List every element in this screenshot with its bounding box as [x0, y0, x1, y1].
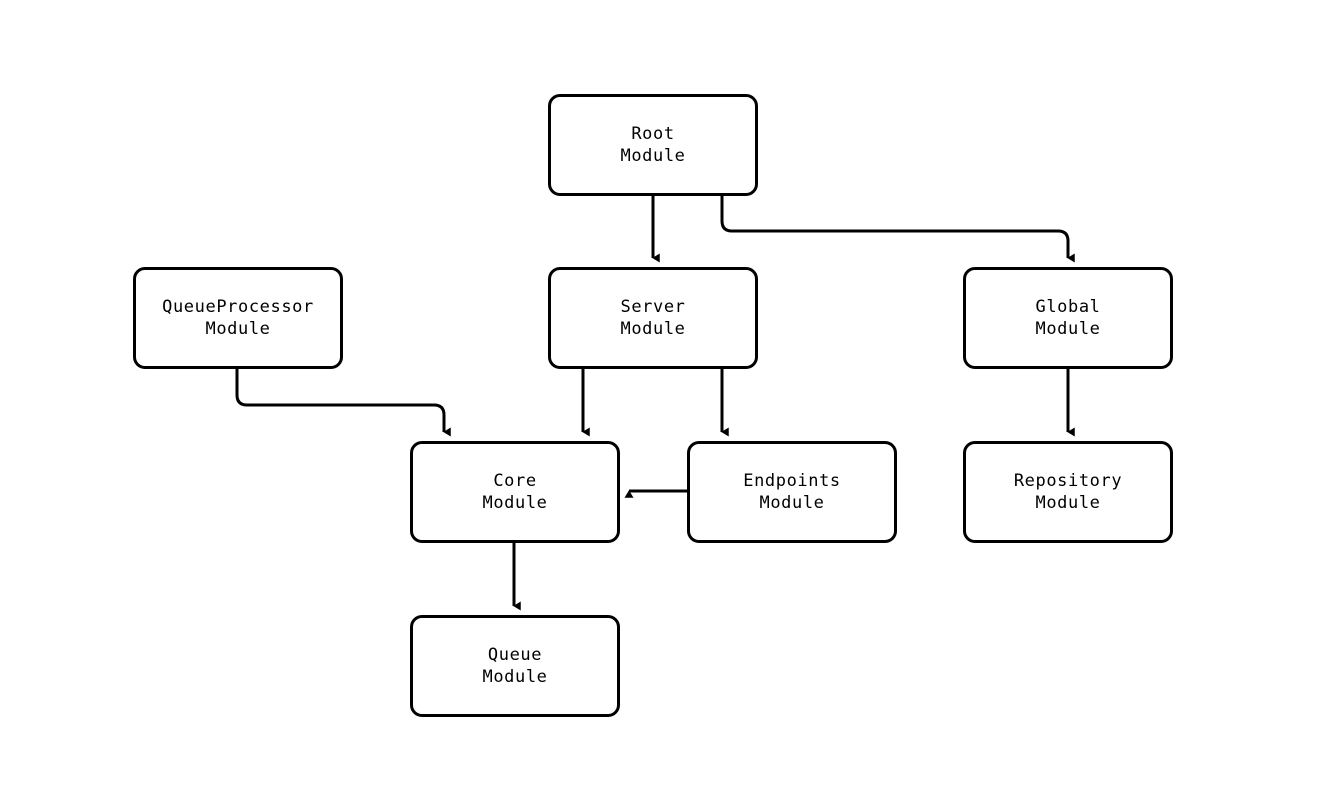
- edges-group: [235, 196, 1075, 611]
- node-endpoints-subtitle: Module: [759, 493, 825, 513]
- node-endpoints-title: Endpoints: [743, 471, 841, 491]
- node-queueprocessor-subtitle: Module: [205, 319, 271, 339]
- node-core-title: Core: [493, 471, 537, 491]
- node-global-subtitle: Module: [1035, 319, 1101, 339]
- node-global-title: Global: [1035, 297, 1101, 317]
- node-queue-title: Queue: [487, 645, 543, 665]
- node-repository-title: Repository: [1013, 471, 1123, 491]
- node-server-title: Server: [620, 297, 686, 317]
- node-core-subtitle: Module: [482, 493, 548, 513]
- node-repository-subtitle: Module: [1035, 493, 1101, 513]
- node-root-subtitle: Module: [620, 146, 686, 166]
- node-server-subtitle: Module: [620, 319, 686, 339]
- edge-queueprocessor-to-core: [235, 369, 451, 437]
- node-queue-subtitle: Module: [482, 667, 548, 687]
- node-queueprocessor-title: QueueProcessor: [162, 297, 314, 317]
- edge-root-to-global: [720, 196, 1075, 263]
- node-root-title: Root: [631, 124, 675, 144]
